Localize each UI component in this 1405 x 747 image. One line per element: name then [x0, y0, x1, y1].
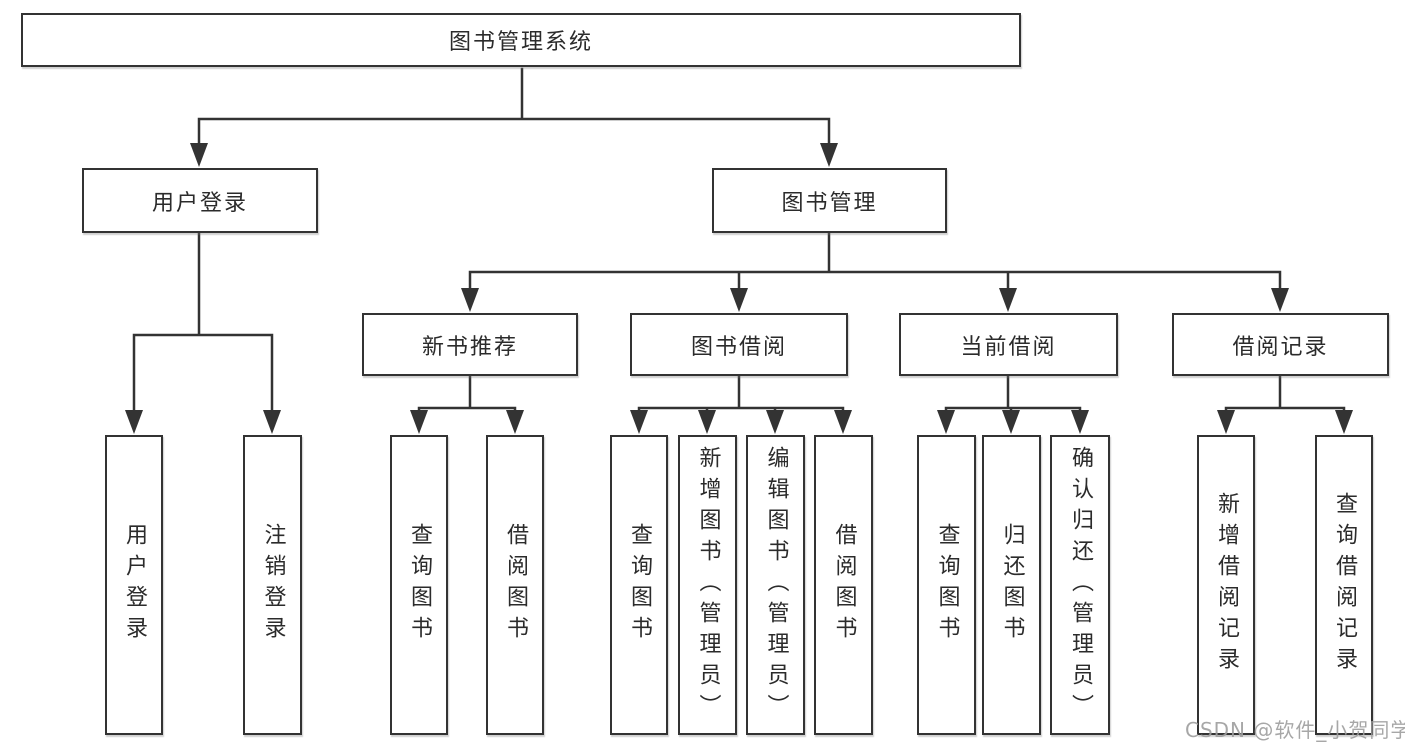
node-book-borrowing: 图书借阅 — [630, 313, 848, 376]
csdn-watermark: CSDN @软件_小贺同学 — [1185, 718, 1405, 742]
node-root: 图书管理系统 — [21, 13, 1021, 67]
node-new-book-recommend: 新书推荐 — [362, 313, 578, 376]
leaf-query-borrow-record: 查询借阅记录 — [1315, 435, 1373, 735]
leaf-query-books-borrowing: 查询图书 — [610, 435, 668, 735]
leaf-query-books-current: 查询图书 — [917, 435, 976, 735]
leaf-add-borrow-record: 新增借阅记录 — [1197, 435, 1255, 735]
leaf-confirm-return-admin: 确认归还（管理员） — [1050, 435, 1110, 735]
leaf-return-books: 归还图书 — [982, 435, 1041, 735]
leaf-user-login: 用户登录 — [105, 435, 163, 735]
node-borrow-records: 借阅记录 — [1172, 313, 1389, 376]
leaf-add-books-admin: 新增图书（管理员） — [678, 435, 737, 735]
node-book-management: 图书管理 — [712, 168, 947, 233]
leaf-edit-books-admin: 编辑图书（管理员） — [746, 435, 805, 735]
node-current-borrowing: 当前借阅 — [899, 313, 1118, 376]
node-user-login: 用户登录 — [82, 168, 318, 233]
leaf-query-books-recommend: 查询图书 — [390, 435, 448, 735]
leaf-borrow-books-recommend: 借阅图书 — [486, 435, 544, 735]
leaf-logout: 注销登录 — [243, 435, 302, 735]
leaf-borrow-books: 借阅图书 — [814, 435, 873, 735]
